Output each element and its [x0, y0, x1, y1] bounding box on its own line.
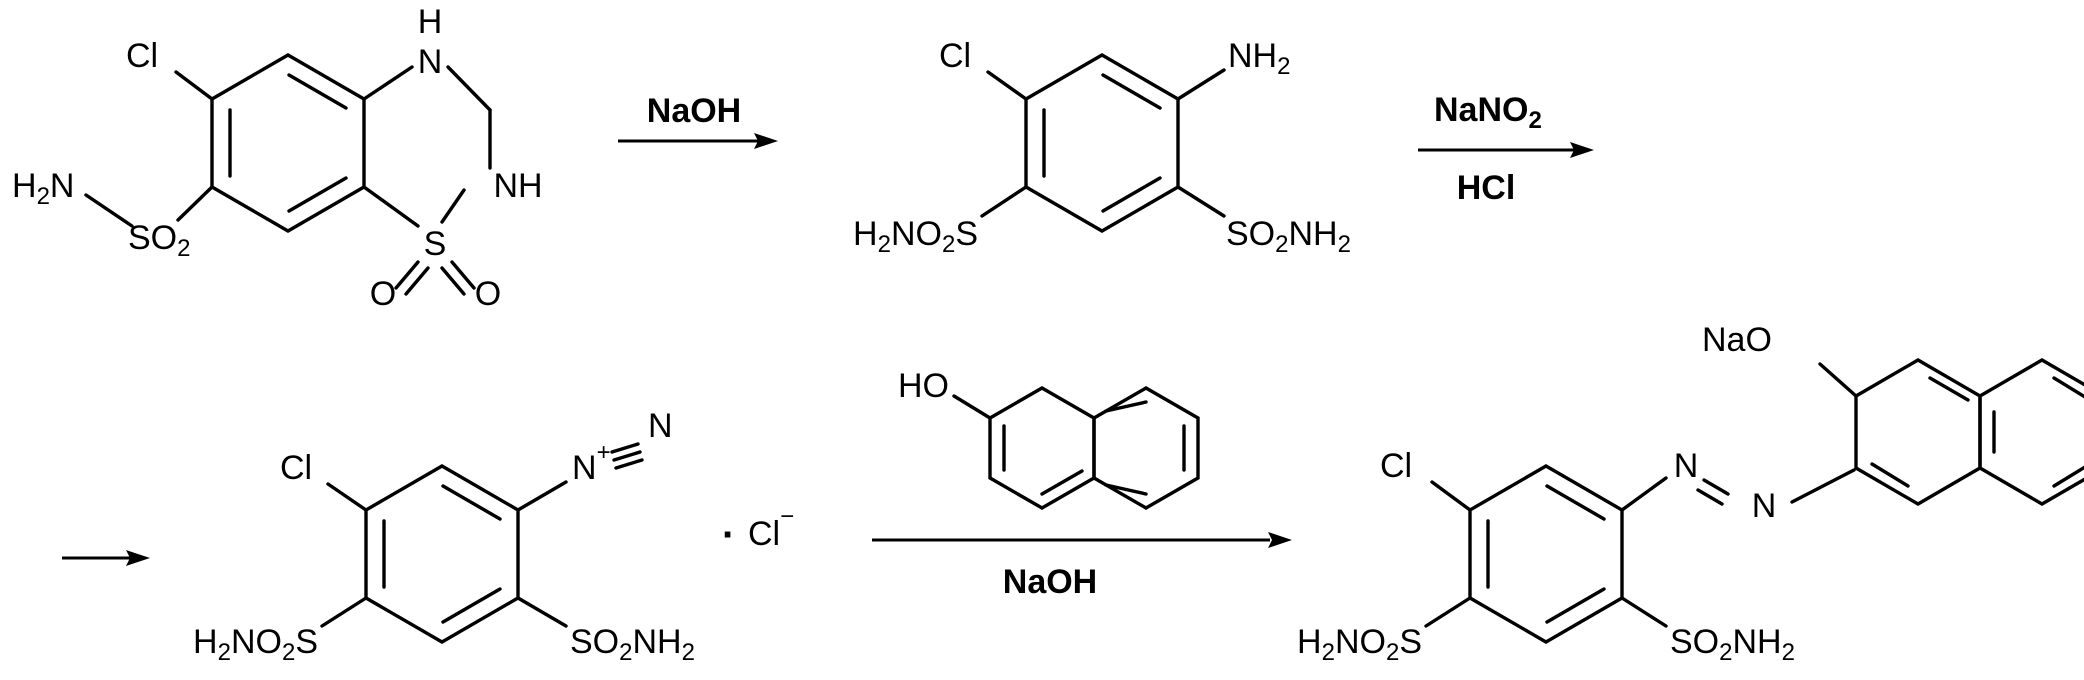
atom-so: SO — [1670, 623, 1719, 661]
label-n-plus: N+ — [572, 439, 611, 487]
label-h2no2s: H2NO2S — [193, 623, 318, 666]
atom-s: S — [295, 623, 318, 661]
atom-so: SO — [128, 219, 177, 257]
molecule-diazonium-chloride: Cl N+ N · Cl− H2NO2S SO2NH2 — [193, 407, 794, 666]
reagent-above: NaOH — [647, 92, 741, 130]
atom-no: NO — [231, 623, 282, 661]
label-so2: SO2 — [128, 219, 190, 262]
molecule-aminobenzenedisulfonamide: Cl NH2 H2NO2S SO2NH2 — [853, 37, 1351, 258]
reagent-below: NaOH — [1003, 563, 1097, 601]
atom-no: NO — [891, 215, 942, 253]
subscript-2: 2 — [1322, 639, 1335, 666]
atom-cl: Cl — [1380, 447, 1412, 485]
label-so2nh2: SO2NH2 — [1670, 623, 1795, 666]
subscript-2: 2 — [1275, 231, 1288, 258]
atom-h: H — [1297, 623, 1322, 661]
reagent-below: HCl — [1457, 169, 1516, 207]
atom-o: O — [475, 275, 501, 313]
subscript-2: 2 — [218, 639, 231, 666]
atom-nh: NH — [1228, 37, 1277, 75]
atom-n: N — [572, 449, 597, 487]
atom-ho: HO — [898, 367, 949, 405]
molecule-azo-product: Cl N N NaO H2NO2S SO2NH2 — [1297, 321, 2084, 666]
reagent-above: NaNO2 — [1434, 91, 1542, 134]
atom-n: N — [418, 43, 443, 81]
reaction-arrow-3 — [62, 550, 150, 566]
subscript-2: 2 — [942, 231, 955, 258]
subscript-2: 2 — [878, 231, 891, 258]
molecule-2-naphthol: HO — [898, 367, 1200, 510]
atom-cl: Cl — [939, 37, 971, 75]
label-h2no2s: H2NO2S — [853, 215, 978, 258]
atom-cl: Cl — [748, 515, 780, 553]
subscript-2: 2 — [1338, 231, 1351, 258]
subscript-2: 2 — [1528, 107, 1541, 134]
label-nh2: NH2 — [1228, 37, 1290, 80]
subscript-2: 2 — [619, 639, 632, 666]
atom-s: S — [1399, 623, 1422, 661]
atom-h: H — [12, 167, 37, 205]
subscript-2: 2 — [37, 183, 50, 210]
atom-s: S — [955, 215, 978, 253]
atom-cl: Cl — [280, 449, 312, 487]
atom-nh: NH — [493, 167, 542, 205]
label-counter-cl: Cl− — [748, 503, 794, 553]
label-so2nh2: SO2NH2 — [570, 623, 695, 666]
atom-h: H — [853, 215, 878, 253]
atom-nh: NH — [1288, 215, 1337, 253]
subscript-2: 2 — [1782, 639, 1795, 666]
atom-n: N — [648, 407, 673, 445]
label-h2no2s: H2NO2S — [1297, 623, 1422, 666]
atom-o: O — [370, 275, 396, 313]
label-h2n: H2N — [12, 167, 74, 210]
atom-so: SO — [570, 623, 619, 661]
charge-plus: + — [597, 439, 611, 466]
subscript-2: 2 — [282, 639, 295, 666]
atom-s: S — [424, 225, 447, 263]
atom-n: N — [1674, 447, 1699, 485]
reaction-arrow-2: NaNO2 HCl — [1418, 91, 1594, 207]
molecule-hydrochlorothiazide: Cl H N NH S O O H2N SO2 — [12, 3, 543, 313]
charge-minus: − — [780, 503, 794, 530]
atom-no: NO — [1335, 623, 1386, 661]
atom-h: H — [418, 3, 443, 41]
atom-nh: NH — [632, 623, 681, 661]
atom-n: N — [50, 167, 75, 205]
subscript-2: 2 — [177, 235, 190, 262]
subscript-2: 2 — [1277, 53, 1290, 80]
reaction-arrow-1: NaOH — [618, 92, 778, 149]
atom-nao: NaO — [1702, 321, 1772, 359]
reaction-arrow-4: NaOH — [872, 532, 1292, 601]
salt-dot: · — [722, 513, 735, 557]
atom-nh: NH — [1732, 623, 1781, 661]
atom-cl: Cl — [126, 37, 158, 75]
atom-n: N — [1752, 487, 1777, 525]
atom-so: SO — [1226, 215, 1275, 253]
atom-h: H — [193, 623, 218, 661]
subscript-2: 2 — [1719, 639, 1732, 666]
subscript-2: 2 — [682, 639, 695, 666]
subscript-2: 2 — [1386, 639, 1399, 666]
label-so2nh2: SO2NH2 — [1226, 215, 1351, 258]
